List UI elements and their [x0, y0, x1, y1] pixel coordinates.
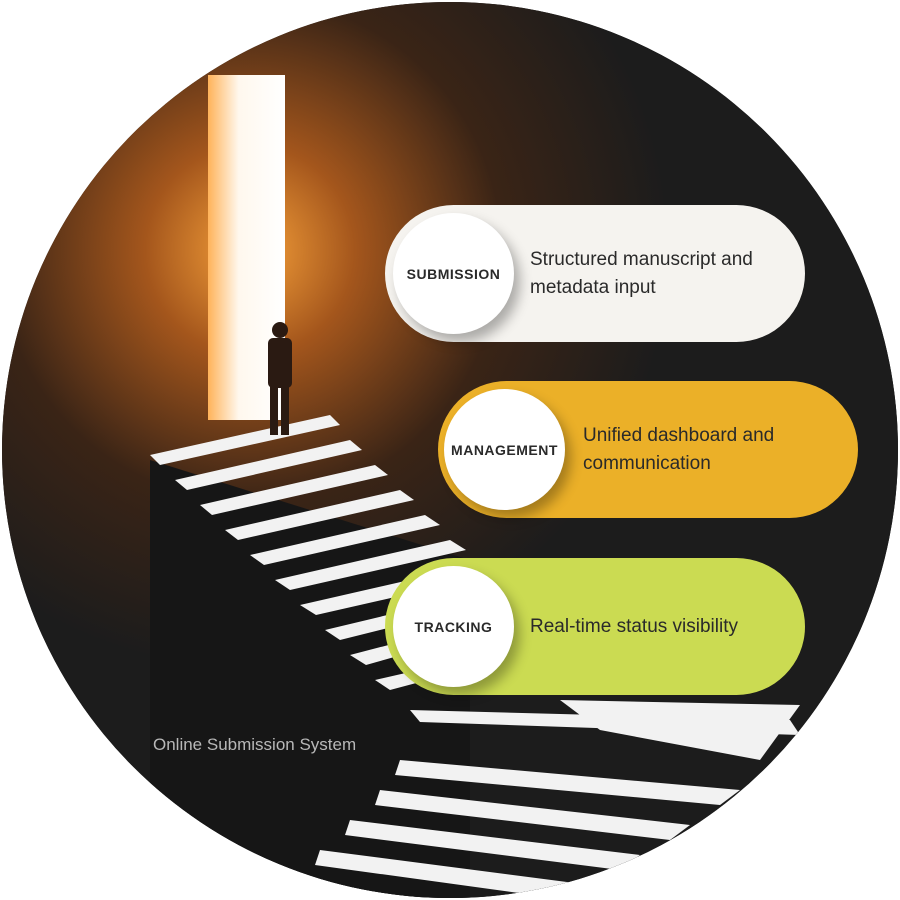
management-badge: MANAGEMENT [444, 389, 565, 510]
tracking-badge: TRACKING [393, 566, 514, 687]
management-description: Unified dashboard and communication [583, 424, 775, 474]
submission-badge: SUBMISSION [393, 213, 514, 334]
step-tracking: TRACKING Real-time status visibility [385, 558, 805, 695]
stair-stripes [150, 415, 800, 898]
tracking-description: Real-time status visibility [530, 615, 738, 637]
caption: Online Submission System [153, 735, 357, 754]
submission-description: Structured manuscript and metadata input [530, 248, 753, 298]
step-management: MANAGEMENT Unified dashboard and communi… [438, 381, 858, 518]
person-figure [268, 322, 292, 435]
step-submission: SUBMISSION Structured manuscript and met… [385, 205, 805, 342]
